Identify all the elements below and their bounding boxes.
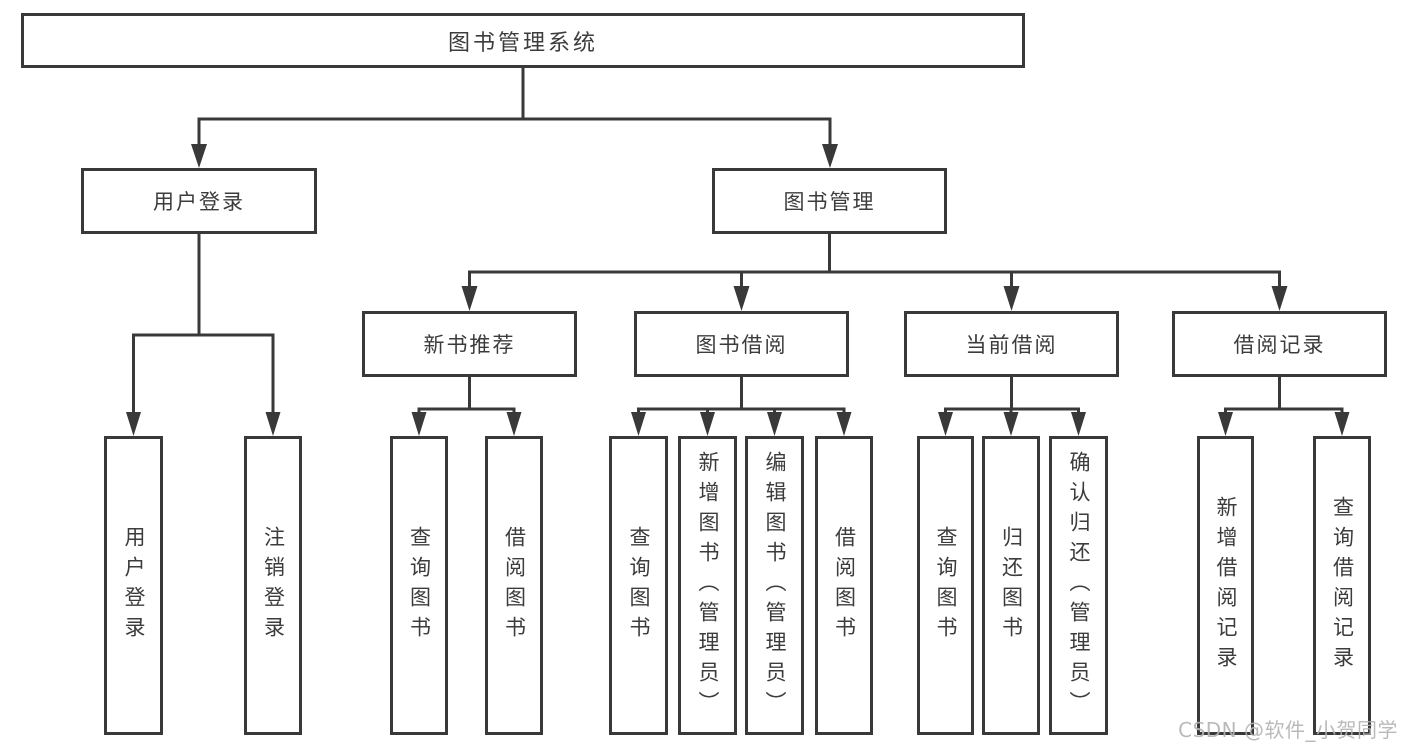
- leaf-query-books-current-label: 查询图书: [934, 525, 958, 646]
- leaf-user-login: 用户登录: [104, 436, 163, 735]
- node-borrow-records: 借阅记录: [1172, 311, 1387, 377]
- node-borrow-records-label: 借阅记录: [1233, 333, 1326, 357]
- leaf-query-borrow-record: 查询借阅记录: [1313, 436, 1371, 735]
- node-library-system-label: 图书管理系统: [447, 30, 598, 56]
- leaf-query-books-borrow-label: 查询图书: [627, 525, 651, 646]
- node-user-login: 用户登录: [81, 168, 317, 234]
- node-new-book-recommend-label: 新书推荐: [423, 333, 516, 357]
- leaf-add-borrow-record: 新增借阅记录: [1197, 436, 1254, 735]
- node-book-borrow: 图书借阅: [634, 311, 849, 377]
- leaf-add-borrow-record-label: 新增借阅记录: [1214, 495, 1238, 676]
- leaf-return-books: 归还图书: [982, 436, 1040, 735]
- node-current-borrow: 当前借阅: [904, 311, 1119, 377]
- leaf-add-books-admin-label: 新增图书（管理员）: [696, 450, 720, 721]
- node-book-management-label: 图书管理: [783, 190, 876, 214]
- leaf-query-books-recommend: 查询图书: [390, 436, 448, 735]
- leaf-query-borrow-record-label: 查询借阅记录: [1330, 495, 1355, 676]
- node-user-login-label: 用户登录: [153, 190, 245, 214]
- leaf-query-books-current: 查询图书: [917, 436, 974, 735]
- leaf-logout-label: 注销登录: [261, 525, 286, 646]
- leaf-query-books-recommend-label: 查询图书: [407, 525, 432, 646]
- leaf-borrow-books: 借阅图书: [815, 436, 873, 735]
- node-book-management: 图书管理: [712, 168, 947, 234]
- leaf-borrow-books-recommend-label: 借阅图书: [502, 525, 527, 646]
- leaf-edit-books-admin: 编辑图书（管理员）: [745, 436, 804, 735]
- leaf-confirm-return-admin: 确认归还（管理员）: [1049, 436, 1108, 735]
- node-current-borrow-label: 当前借阅: [965, 333, 1058, 357]
- leaf-edit-books-admin-label: 编辑图书（管理员）: [763, 450, 787, 721]
- leaf-borrow-books-recommend: 借阅图书: [485, 436, 543, 735]
- node-library-system: 图书管理系统: [21, 13, 1025, 68]
- leaf-confirm-return-admin-label: 确认归还（管理员）: [1067, 450, 1091, 721]
- leaf-logout: 注销登录: [244, 436, 302, 735]
- leaf-user-login-label: 用户登录: [122, 525, 146, 646]
- node-book-borrow-label: 图书借阅: [695, 333, 788, 357]
- leaf-add-books-admin: 新增图书（管理员）: [678, 436, 737, 735]
- leaf-query-books-borrow: 查询图书: [609, 436, 668, 735]
- node-new-book-recommend: 新书推荐: [362, 311, 577, 377]
- leaf-borrow-books-label: 借阅图书: [832, 525, 857, 646]
- leaf-return-books-label: 归还图书: [999, 525, 1024, 646]
